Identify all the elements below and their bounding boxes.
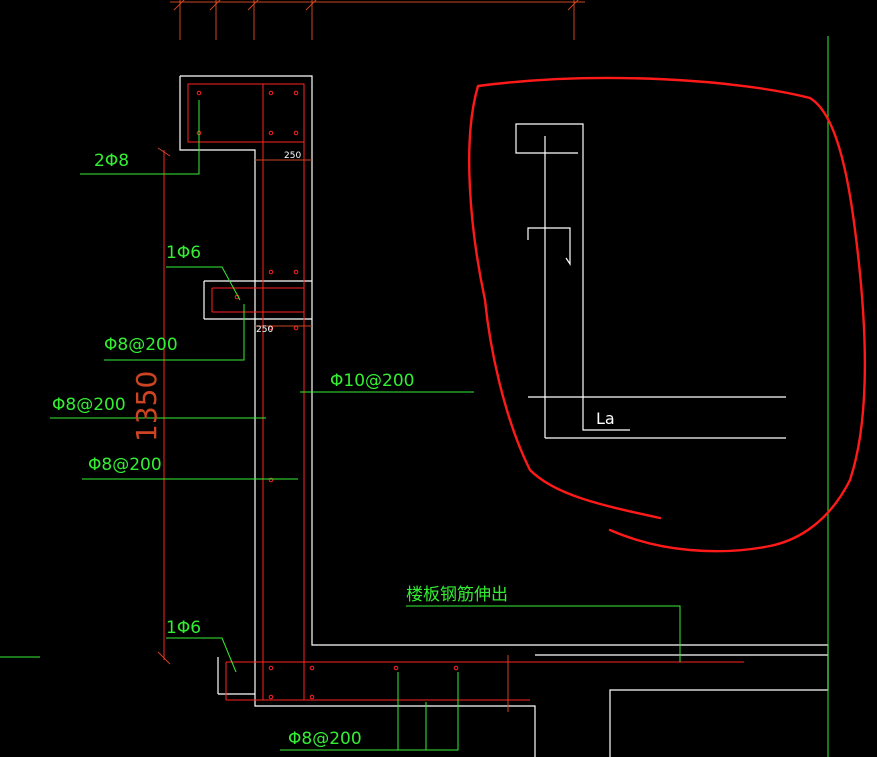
label-anchorage: La	[596, 409, 615, 428]
label-main-vertical: Φ10@200	[330, 371, 414, 391]
rebar-lines	[163, 83, 744, 701]
highlight-circle	[468, 76, 867, 553]
label-slab-rebar: 楼板钢筋伸出	[406, 585, 508, 605]
label-width-dim-2: 250	[256, 325, 273, 335]
leader-lines	[0, 100, 681, 751]
anchorage-detail	[515, 123, 786, 439]
label-dist-3: Φ8@200	[88, 455, 162, 475]
label-stirrup-bottom: 1Φ6	[166, 618, 201, 638]
label-stirrup-top: 1Φ6	[166, 243, 201, 263]
label-width-dim-1: 250	[284, 151, 301, 161]
rebar-dots	[196, 90, 459, 700]
concrete-outline	[179, 75, 829, 757]
label-dist-2: Φ8@200	[52, 395, 126, 415]
label-height-dim: 1350	[130, 371, 163, 442]
label-bottom-bars: Φ8@200	[288, 729, 362, 749]
label-dist-1: Φ8@200	[104, 335, 178, 355]
top-dimension-line	[170, 0, 585, 40]
dimension-lines	[157, 147, 509, 712]
label-top-bars: 2Φ8	[94, 151, 129, 171]
